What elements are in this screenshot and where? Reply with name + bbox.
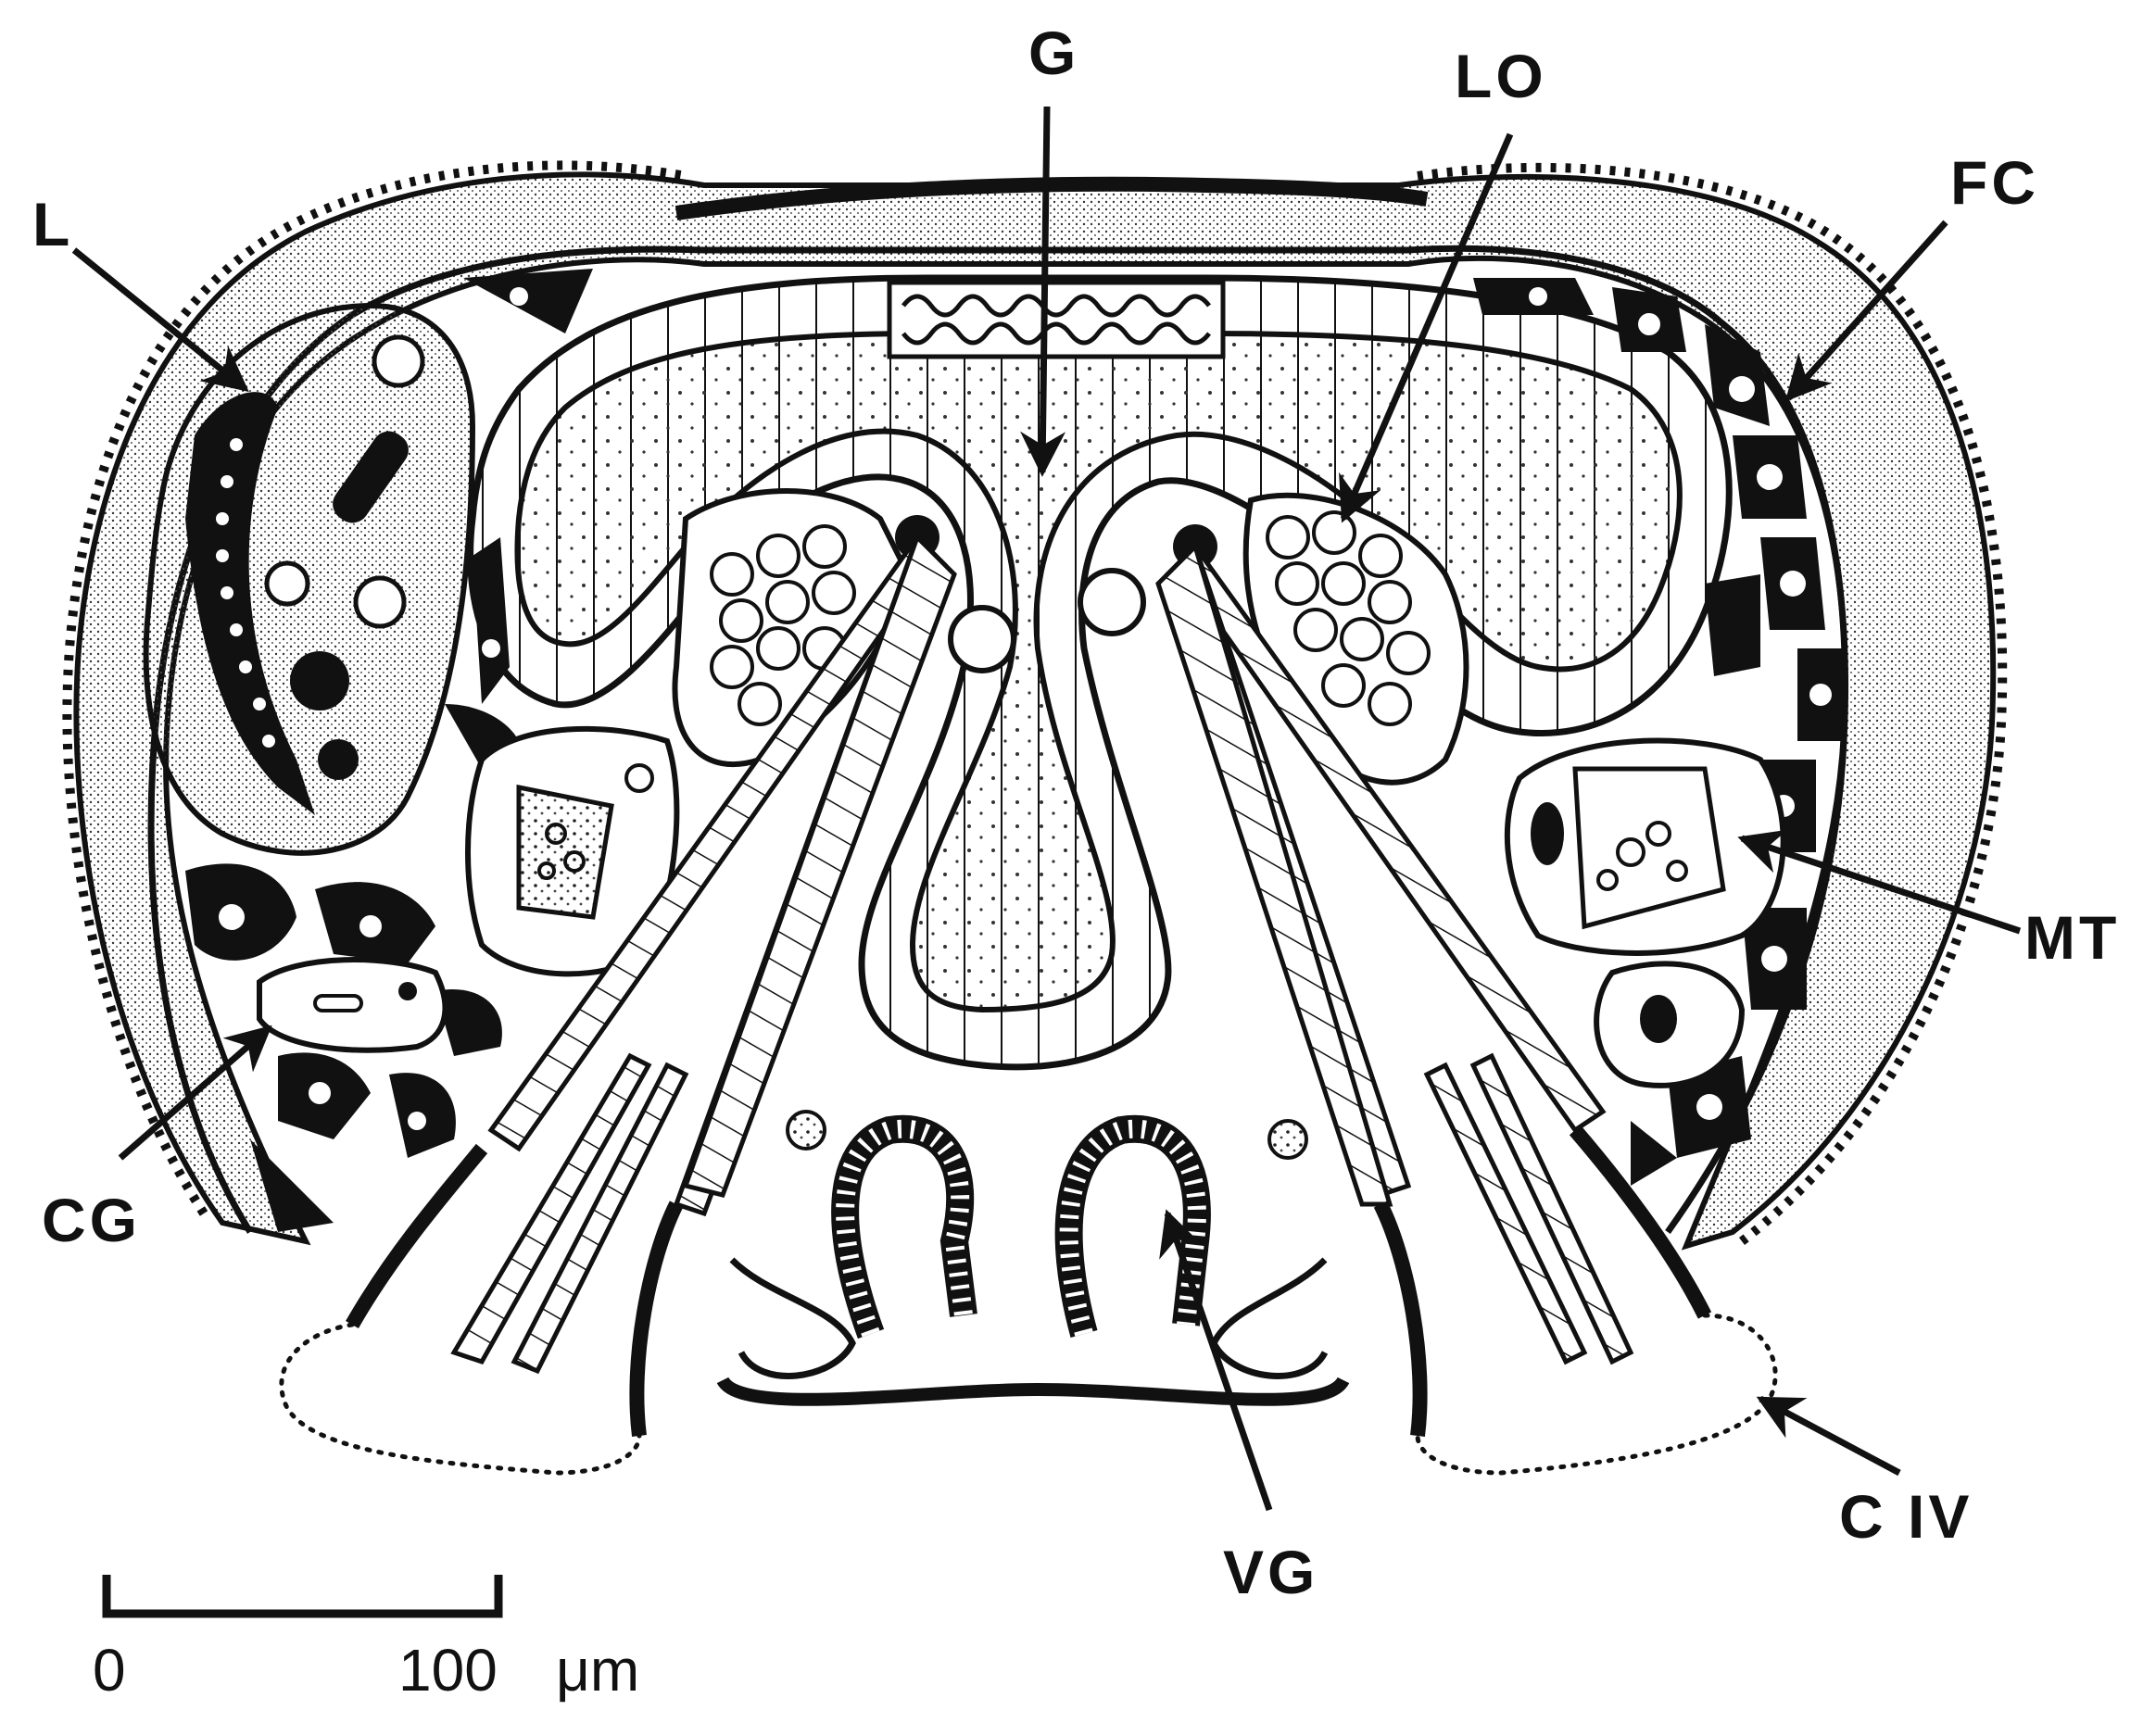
label-g: G [1028, 19, 1079, 87]
arrow-vg [1167, 1213, 1269, 1510]
round-cell-left [951, 608, 1014, 671]
scale-bar-end: 100 [398, 1637, 498, 1704]
scale-bar-unit: μm [556, 1637, 639, 1704]
arrow-civ [1760, 1399, 1899, 1473]
ventral-rods [454, 1056, 1631, 1371]
label-cg: CG [42, 1186, 141, 1254]
label-l: L [32, 190, 73, 258]
label-mt: MT [2024, 903, 2120, 972]
scale-bar-start: 0 [93, 1637, 126, 1704]
ventral-glands [723, 1112, 1343, 1400]
label-fc: FC [1950, 148, 2039, 217]
label-vg: VG [1223, 1538, 1318, 1606]
label-civ: C IV [1839, 1482, 1973, 1551]
scale-bar: 0 100 μm [93, 1575, 639, 1704]
arrow-g [1042, 107, 1047, 472]
label-lo: LO [1455, 42, 1547, 110]
dorsal-convoluted-cells [889, 283, 1223, 357]
round-cell-right [1080, 571, 1143, 634]
